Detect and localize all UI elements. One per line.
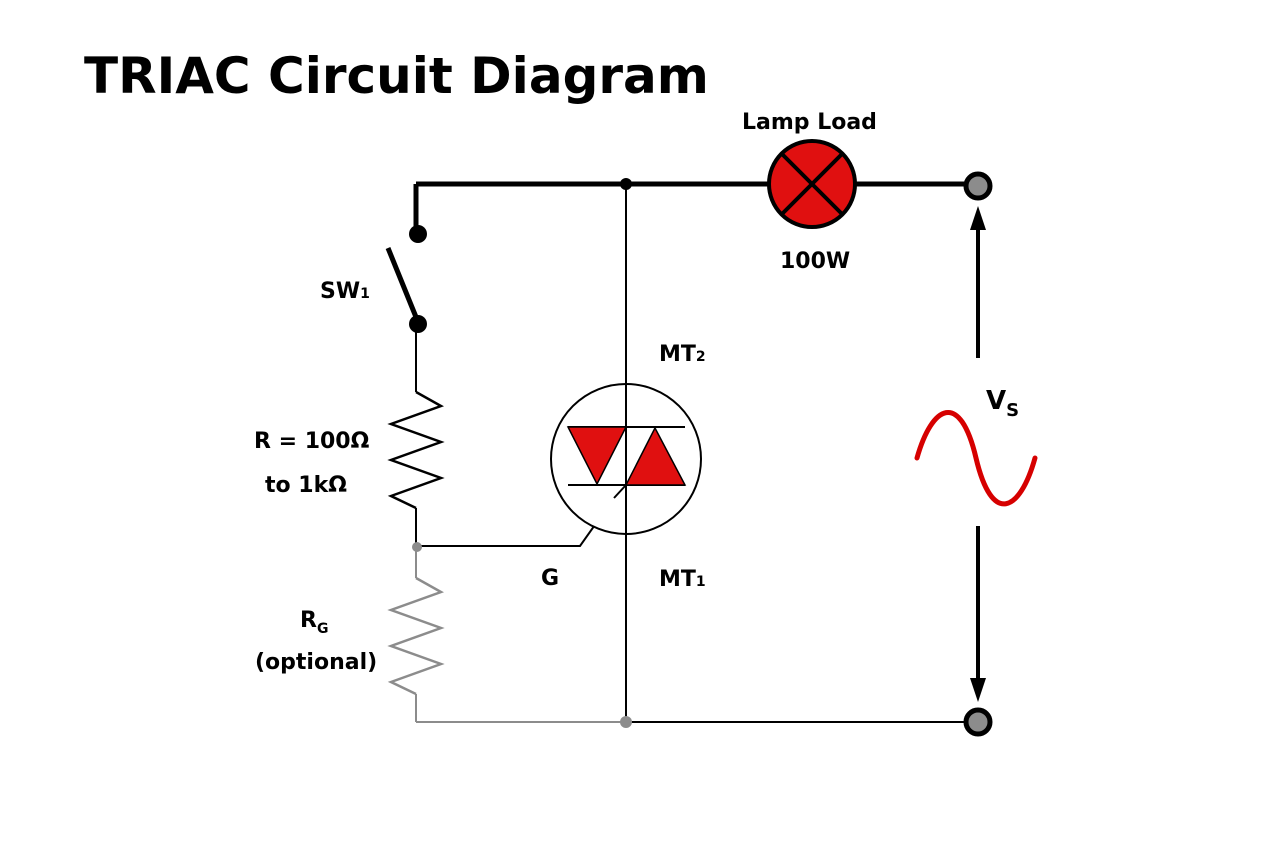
lamp-symbol	[767, 139, 857, 229]
lamp-power-label: 100W	[780, 249, 850, 274]
rg-optional-label: (optional)	[255, 650, 377, 675]
ac-sine-wave	[914, 409, 1038, 507]
mt1-label-sub: 1	[696, 574, 706, 590]
switch-bottom-contact	[409, 315, 427, 333]
resistor-r-label-line2: to 1kΩ	[265, 473, 347, 498]
lamp-cross-b	[780, 152, 844, 216]
mt2-label: MT2	[659, 342, 706, 367]
resistor-r-label-line1: R = 100Ω	[254, 429, 370, 454]
lamp-load-label: Lamp Load	[742, 110, 877, 135]
voltage-arrow-up-head	[970, 206, 986, 230]
switch-label: SW1	[320, 279, 370, 304]
switch-top-contact	[409, 225, 427, 243]
switch-symbol	[385, 225, 427, 333]
source-voltage-label: VS	[986, 386, 1019, 421]
triac-right-diode	[624, 426, 687, 486]
mt2-label-main: MT	[659, 342, 696, 367]
rg-label-sub: G	[317, 621, 329, 637]
triac-left-diode	[566, 426, 628, 486]
resistor-rg-symbol	[387, 576, 445, 696]
mt2-label-sub: 2	[696, 349, 706, 365]
rg-label: RG	[300, 608, 328, 637]
switch-label-main: SW	[320, 279, 360, 304]
resistor-r-symbol	[387, 390, 445, 510]
bottom-junction-dot	[620, 716, 632, 728]
triac-gate-lead	[613, 484, 627, 499]
source-voltage-sub: S	[1006, 400, 1019, 421]
switch-label-sub: 1	[360, 286, 370, 302]
top-junction-dot	[620, 178, 632, 190]
gate-label: G	[541, 566, 559, 591]
rg-label-main: R	[300, 608, 317, 633]
terminal-bottom	[963, 707, 993, 737]
switch-blade	[385, 247, 421, 323]
triac-symbol	[550, 383, 702, 535]
source-voltage-main: V	[986, 386, 1006, 416]
mt1-label-main: MT	[659, 567, 696, 592]
terminal-top	[963, 171, 993, 201]
mt1-label: MT1	[659, 567, 706, 592]
diagram-title: TRIAC Circuit Diagram	[84, 47, 709, 105]
voltage-arrow-down-head	[970, 678, 986, 702]
